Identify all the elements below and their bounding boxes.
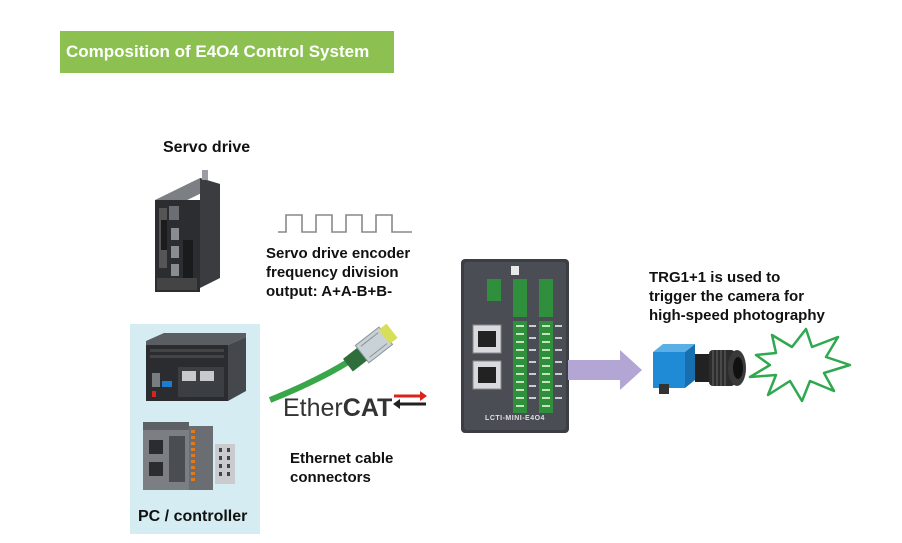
controller-model-label: LCTI-MINI-E4O4 [485, 415, 545, 422]
diagram-title: Composition of E4O4 Control System [60, 31, 394, 73]
ethercat-logo-ether: Ether [283, 394, 343, 422]
signal-arrow [568, 350, 642, 390]
ethercat-logo: EtherCAT [283, 394, 392, 422]
trigger-label-line3: high-speed photography [649, 307, 825, 324]
trigger-label-line1: TRG1+1 is used to [649, 269, 781, 286]
pc-controller-label: PC / controller [138, 508, 248, 525]
trigger-label-line2: trigger the camera for [649, 288, 805, 305]
ethernet-cable-image [268, 323, 398, 403]
industrial-pc-image [146, 333, 246, 401]
encoder-label-line2: frequency division [266, 264, 399, 281]
camera-image [653, 344, 746, 394]
encoder-label-line3: output: A+A-B+B- [266, 283, 393, 300]
ethercat-logo-cat: CAT [342, 394, 393, 422]
ethernet-label-line2: connectors [290, 469, 371, 486]
ethernet-label-line1: Ethernet cable [290, 450, 394, 467]
servo-drive-image [155, 170, 220, 292]
e4o4-controller-image [461, 259, 569, 433]
flash-burst-icon [748, 327, 852, 403]
ethercat-arrows-icon [393, 391, 427, 409]
servo-drive-label: Servo drive [163, 139, 251, 156]
encoder-label-line1: Servo drive encoder [266, 245, 411, 262]
plc-controller-image [143, 422, 235, 490]
square-wave-icon [278, 214, 412, 233]
